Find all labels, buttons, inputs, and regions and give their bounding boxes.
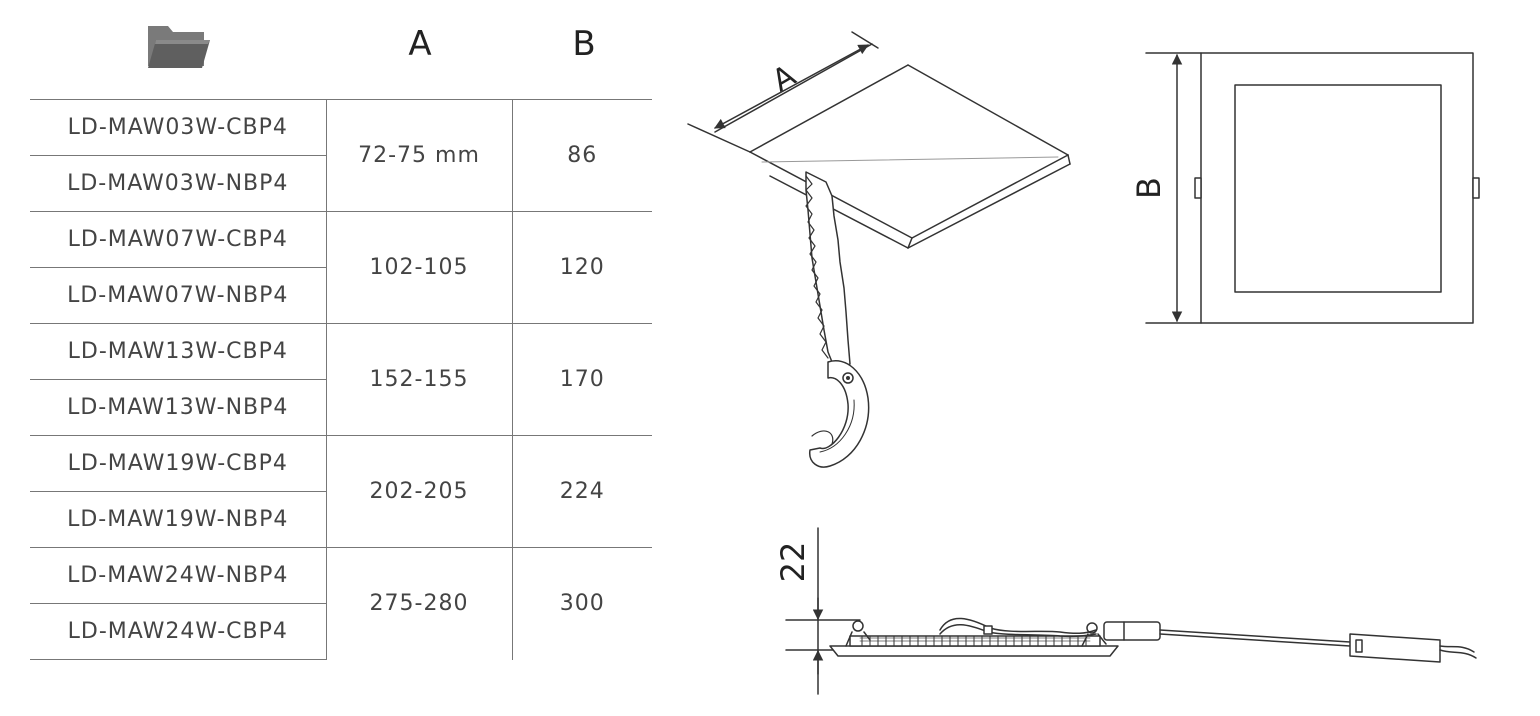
table-row: LD-MAW19W-CBP4 202-205 224 [30, 435, 652, 548]
table-row: LD-MAW13W-NBP4 [30, 379, 652, 436]
saw-icon [805, 171, 870, 468]
model-cell: LD-MAW07W-NBP4 [30, 267, 326, 324]
model-cell: LD-MAW24W-CBP4 [30, 603, 326, 660]
dimension-a-cell: 202-205 [325, 435, 513, 548]
table-row: LD-MAW24W-CBP4 [30, 603, 652, 660]
model-cell: LD-MAW03W-NBP4 [30, 155, 326, 212]
dimensions-table: LD-MAW03W-CBP4 72-75 mm 86 LD-MAW03W-NBP… [30, 99, 652, 660]
dimension-b-cell: 170 [512, 323, 652, 436]
model-cell: LD-MAW13W-NBP4 [30, 379, 326, 436]
column-header-b: B [572, 24, 596, 64]
dimension-a-cell: 275-280 [325, 547, 513, 660]
table-row: LD-MAW07W-CBP4 102-105 120 [30, 211, 652, 324]
cutout-drawing: A [687, 31, 1071, 249]
dimension-a-cell: 72-75 mm [325, 99, 513, 212]
dimension-b-cell: 86 [512, 99, 652, 212]
table-row: LD-MAW24W-NBP4 275-280 300 [30, 547, 652, 660]
folder-icon [148, 26, 210, 68]
model-cell: LD-MAW24W-NBP4 [30, 547, 326, 604]
table-row: LD-MAW07W-NBP4 [30, 267, 652, 324]
table-row: LD-MAW19W-NBP4 [30, 491, 652, 548]
dimension-a-cell: 102-105 [325, 211, 513, 324]
table-row: LD-MAW13W-CBP4 152-155 170 [30, 323, 652, 436]
column-header-a: A [408, 24, 432, 64]
model-cell: LD-MAW19W-NBP4 [30, 491, 326, 548]
model-cell: LD-MAW13W-CBP4 [30, 323, 326, 380]
side-dimension-label: 22 [774, 542, 812, 583]
dimension-b-cell: 120 [512, 211, 652, 324]
table-row: LD-MAW03W-NBP4 [30, 155, 652, 212]
dimension-b-cell: 300 [512, 547, 652, 660]
cutout-dimension-label: A [767, 58, 803, 99]
front-view-drawing: B [1130, 52, 1480, 324]
model-cell: LD-MAW03W-CBP4 [30, 99, 326, 156]
side-view-drawing: 22 [774, 527, 1477, 695]
table-row: LD-MAW03W-CBP4 72-75 mm 86 [30, 99, 652, 212]
model-cell: LD-MAW07W-CBP4 [30, 211, 326, 268]
front-dimension-label: B [1130, 177, 1168, 199]
dimension-a-cell: 152-155 [325, 323, 513, 436]
model-cell: LD-MAW19W-CBP4 [30, 435, 326, 492]
dimension-b-cell: 224 [512, 435, 652, 548]
